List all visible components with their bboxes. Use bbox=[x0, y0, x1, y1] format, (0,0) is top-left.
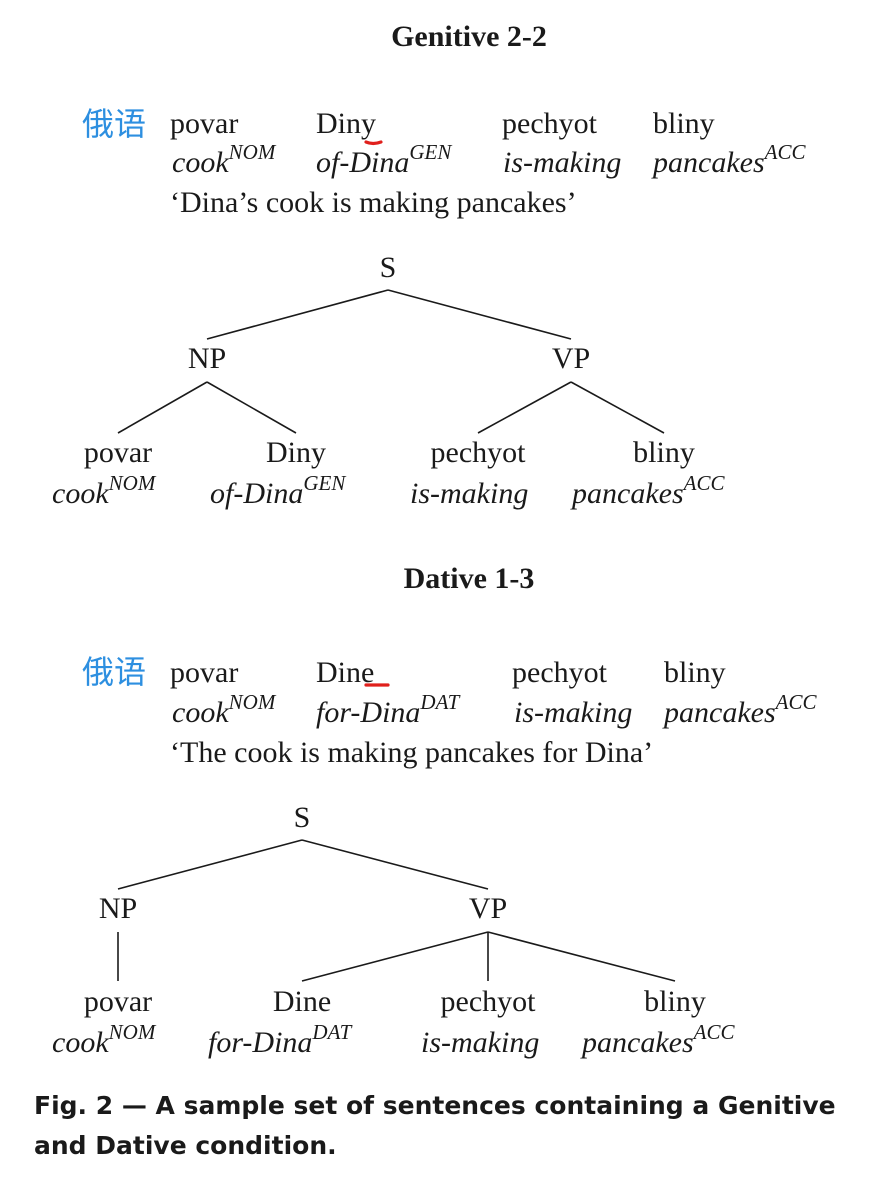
language-tag-russian: 俄语 bbox=[82, 105, 146, 143]
word-diny: Diny bbox=[316, 107, 376, 140]
translation: ‘The cook is making pancakes for Dina’ bbox=[170, 736, 653, 769]
gloss-for-dina: for-DinaDAT bbox=[316, 690, 461, 729]
word-dine: Dine bbox=[316, 656, 374, 689]
word-povar: povar bbox=[170, 656, 238, 689]
leaf-gloss-for-dina: for-DinaDAT bbox=[208, 1020, 353, 1059]
leaf-diny: Diny bbox=[266, 436, 326, 469]
word-bliny: bliny bbox=[653, 107, 715, 140]
edge-vp-pechyot bbox=[477, 381, 572, 434]
leaf-gloss-cook: cookNOM bbox=[52, 471, 157, 510]
genitive-heading: Genitive 2-2 bbox=[391, 20, 547, 53]
node-vp: VP bbox=[552, 342, 590, 375]
word-povar: povar bbox=[170, 107, 238, 140]
leaf-bliny: bliny bbox=[644, 985, 706, 1018]
edge-s-vp bbox=[387, 289, 572, 340]
leaf-dine: Dine bbox=[273, 985, 331, 1018]
leaf-gloss-pancakes: pancakesACC bbox=[580, 1020, 735, 1059]
syntax-tree: S NP VP povar Dine pechyot bliny cookNOM… bbox=[52, 801, 735, 1059]
edge-np-diny bbox=[206, 381, 297, 434]
dative-panel: Dative 1-3 俄语 povar Dine pechyot bliny c… bbox=[52, 562, 817, 1059]
leaf-pechyot: pechyot bbox=[441, 985, 537, 1018]
edge-np-povar bbox=[117, 381, 208, 434]
leaf-povar: povar bbox=[84, 985, 152, 1018]
translation: ‘Dina’s cook is making pancakes’ bbox=[170, 186, 577, 219]
leaf-pechyot: pechyot bbox=[431, 436, 527, 469]
gloss-of-dina: of-DinaGEN bbox=[316, 140, 452, 179]
leaf-gloss-pancakes: pancakesACC bbox=[570, 471, 725, 510]
leaf-povar: povar bbox=[84, 436, 152, 469]
leaf-bliny: bliny bbox=[633, 436, 695, 469]
gloss-pancakes: pancakesACC bbox=[651, 140, 806, 179]
node-np: NP bbox=[99, 892, 137, 925]
gloss-pancakes: pancakesACC bbox=[662, 690, 817, 729]
dative-heading: Dative 1-3 bbox=[404, 562, 535, 595]
word-bliny: bliny bbox=[664, 656, 726, 689]
leaf-gloss-cook: cookNOM bbox=[52, 1020, 157, 1059]
edge-vp-bliny bbox=[570, 381, 665, 434]
leaf-gloss-of-dina: of-DinaGEN bbox=[210, 471, 346, 510]
word-pechyot: pechyot bbox=[502, 107, 598, 140]
suffix-mark bbox=[364, 140, 383, 146]
edge-s-vp bbox=[301, 839, 489, 890]
figure-caption: Fig. 2 — A sample set of sentences conta… bbox=[34, 1091, 836, 1160]
syntax-tree: S NP VP povar Diny pechyot bliny cookNOM… bbox=[52, 251, 725, 510]
gloss-is-making: is-making bbox=[503, 146, 621, 179]
node-vp: VP bbox=[469, 892, 507, 925]
edge-vp-bliny bbox=[487, 931, 676, 982]
edge-s-np bbox=[117, 839, 303, 890]
edge-vp-dine bbox=[301, 931, 489, 982]
edge-s-np bbox=[206, 289, 389, 340]
gloss-is-making: is-making bbox=[514, 696, 632, 729]
word-pechyot: pechyot bbox=[512, 656, 608, 689]
genitive-panel: Genitive 2-2 俄语 povar Diny pechyot bliny… bbox=[52, 20, 806, 510]
leaf-gloss-is-making: is-making bbox=[410, 477, 528, 510]
gloss-cook: cookNOM bbox=[172, 140, 277, 179]
leaf-gloss-is-making: is-making bbox=[421, 1026, 539, 1059]
language-tag-russian: 俄语 bbox=[82, 653, 146, 691]
node-np: NP bbox=[188, 342, 226, 375]
node-s: S bbox=[294, 801, 311, 834]
gloss-cook: cookNOM bbox=[172, 690, 277, 729]
node-s: S bbox=[380, 251, 397, 284]
